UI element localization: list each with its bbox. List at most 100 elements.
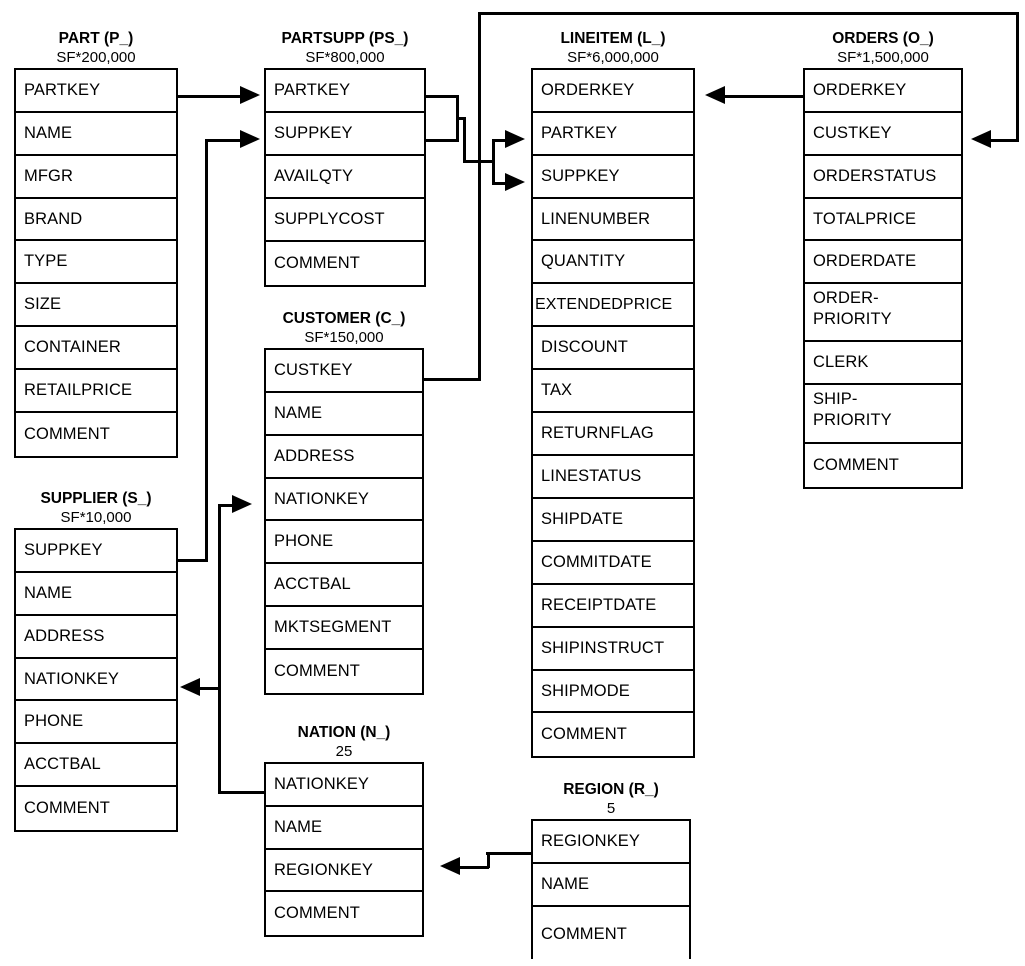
entity-supplier: SUPPLIER (S_) SF*10,000 SUPPKEY NAME ADD… [14,490,178,832]
column-lineitem-linestatus: LINESTATUS [533,456,693,499]
order-priority-line-2: PRIORITY [813,310,892,328]
connector-supplier-to-partsupp [205,139,242,142]
column-part-comment: COMMENT [24,425,110,443]
column-orders-comment: COMMENT [813,456,899,474]
column-lineitem-suppkey: SUPPKEY [533,156,693,199]
column-partsupp-comment: COMMENT [274,254,360,272]
connector-orders-custkey-in [990,139,1019,142]
connector-nation-to-customer [218,504,235,507]
connector-supplier-suppkey-out [178,559,208,562]
entity-part: PART (P_) SF*200,000 PARTKEY NAME MFGR B… [14,30,178,458]
column-lineitem-shipmode: SHIPMODE [533,671,693,713]
connector-lineitem-partkey-in [492,139,506,142]
column-lineitem-quantity: QUANTITY [533,241,693,284]
column-supplier-acctbal: ACCTBAL [16,744,176,787]
entity-orders-box: ORDERKEY CUSTKEY ORDERSTATUS TOTALPRICE … [803,68,963,489]
entity-nation: NATION (N_) 25 NATIONKEY NAME REGIONKEY … [264,724,424,937]
column-region-regionkey: REGIONKEY [533,821,689,864]
column-region-name: NAME [533,864,689,907]
column-partsupp-availqty: AVAILQTY [266,156,424,199]
connector-partsupp-partkey-out [426,95,459,98]
column-part-brand: BRAND [16,199,176,241]
column-lineitem-extendedprice: EXTENDEDPRICE [533,284,693,327]
connector-customer-top-run [478,12,1019,15]
column-supplier-name: NAME [16,573,176,616]
column-lineitem-commitdate: COMMITDATE [533,542,693,585]
column-supplier-suppkey: SUPPKEY [16,530,176,573]
entity-region-title: REGION (R_) [563,781,659,798]
connector-lineitem-split-bar [492,139,495,183]
ship-priority-line-2: PRIORITY [813,411,892,429]
entity-supplier-box: SUPPKEY NAME ADDRESS NATIONKEY PHONE ACC… [14,528,178,832]
arrowhead-partsupp-partkey [240,86,260,104]
column-orders-clerk: CLERK [805,342,961,385]
column-supplier-address: ADDRESS [16,616,176,659]
column-orders-orderkey: ORDERKEY [805,70,961,113]
entity-part-box: PARTKEY NAME MFGR BRAND TYPE SIZE CONTAI… [14,68,178,458]
entity-lineitem: LINEITEM (L_) SF*6,000,000 ORDERKEY PART… [531,30,695,758]
entity-orders: ORDERS (O_) SF*1,500,000 ORDERKEY CUSTKE… [803,30,963,489]
entity-lineitem-title: LINEITEM (L_) [560,30,666,47]
entity-region-box: REGIONKEY NAME COMMENT [531,819,691,959]
ship-priority-line-1: SHIP- [813,390,858,408]
connector-partsupp-suppkey-out [426,139,459,142]
column-lineitem-comment: COMMENT [541,725,627,743]
column-part-size: SIZE [16,284,176,327]
column-customer-mktsegment: MKTSEGMENT [266,607,422,650]
entity-part-title: PART (P_) [58,30,134,47]
column-partsupp-suppkey: SUPPKEY [266,113,424,156]
column-customer-acctbal: ACCTBAL [266,564,422,607]
column-region-comment: COMMENT [541,924,627,943]
column-lineitem-returnflag: RETURNFLAG [533,413,693,456]
entity-nation-title: NATION (N_) [297,724,391,741]
arrowhead-customer-nationkey [232,495,252,513]
entity-partsupp: PARTSUPP (PS_) SF*800,000 PARTKEY SUPPKE… [264,30,426,287]
column-part-retailprice: RETAILPRICE [16,370,176,413]
arrowhead-lineitem-suppkey [505,173,525,191]
entity-region-cardinality: 5 [606,800,616,817]
column-customer-custkey: CUSTKEY [266,350,422,393]
entity-supplier-title: SUPPLIER (S_) [40,490,152,507]
column-nation-nationkey: NATIONKEY [266,764,422,807]
column-lineitem-tax: TAX [533,370,693,413]
column-part-mfgr: MFGR [16,156,176,199]
entity-customer: CUSTOMER (C_) SF*150,000 CUSTKEY NAME AD… [264,310,424,695]
column-lineitem-shipinstruct: SHIPINSTRUCT [533,628,693,671]
column-orders-totalprice: TOTALPRICE [805,199,961,241]
connector-partsupp-merge-stub [456,117,466,120]
arrowhead-partsupp-suppkey [240,130,260,148]
column-customer-comment: COMMENT [274,662,360,680]
entity-part-cardinality: SF*200,000 [56,49,136,66]
column-orders-orderstatus: ORDERSTATUS [805,156,961,199]
connector-nation-to-supplier [200,687,220,690]
arrowhead-lineitem-orderkey [705,86,725,104]
connector-region-regionkey-out [486,852,532,855]
connector-partsupp-drop [463,117,466,163]
order-priority-line-1: ORDER- [813,289,879,307]
arrowhead-lineitem-partkey [505,130,525,148]
column-lineitem-receiptdate: RECEIPTDATE [533,585,693,628]
column-supplier-nationkey: NATIONKEY [16,659,176,701]
column-lineitem-shipdate: SHIPDATE [533,499,693,542]
column-supplier-phone: PHONE [16,701,176,744]
connector-part-to-partsupp [178,95,240,98]
entity-partsupp-cardinality: SF*800,000 [305,49,385,66]
column-customer-address: ADDRESS [266,436,422,479]
entity-orders-cardinality: SF*1,500,000 [837,49,929,66]
entity-region: REGION (R_) 5 REGIONKEY NAME COMMENT [531,781,691,959]
column-nation-comment: COMMENT [274,904,360,922]
arrowhead-nation-regionkey [440,857,460,875]
entity-lineitem-cardinality: SF*6,000,000 [567,49,659,66]
connector-region-to-nation [460,866,489,869]
column-lineitem-linenumber: LINENUMBER [533,199,693,241]
entity-partsupp-box: PARTKEY SUPPKEY AVAILQTY SUPPLYCOST COMM… [264,68,426,287]
entity-partsupp-title: PARTSUPP (PS_) [281,30,409,47]
column-lineitem-orderkey: ORDERKEY [533,70,693,113]
column-nation-name: NAME [266,807,422,850]
connector-supplier-suppkey-riser [205,139,208,562]
column-part-container: CONTAINER [16,327,176,370]
column-part-type: TYPE [16,241,176,284]
column-orders-order-priority: ORDER- PRIORITY [805,284,961,342]
connector-nation-nationkey-out [218,791,266,794]
